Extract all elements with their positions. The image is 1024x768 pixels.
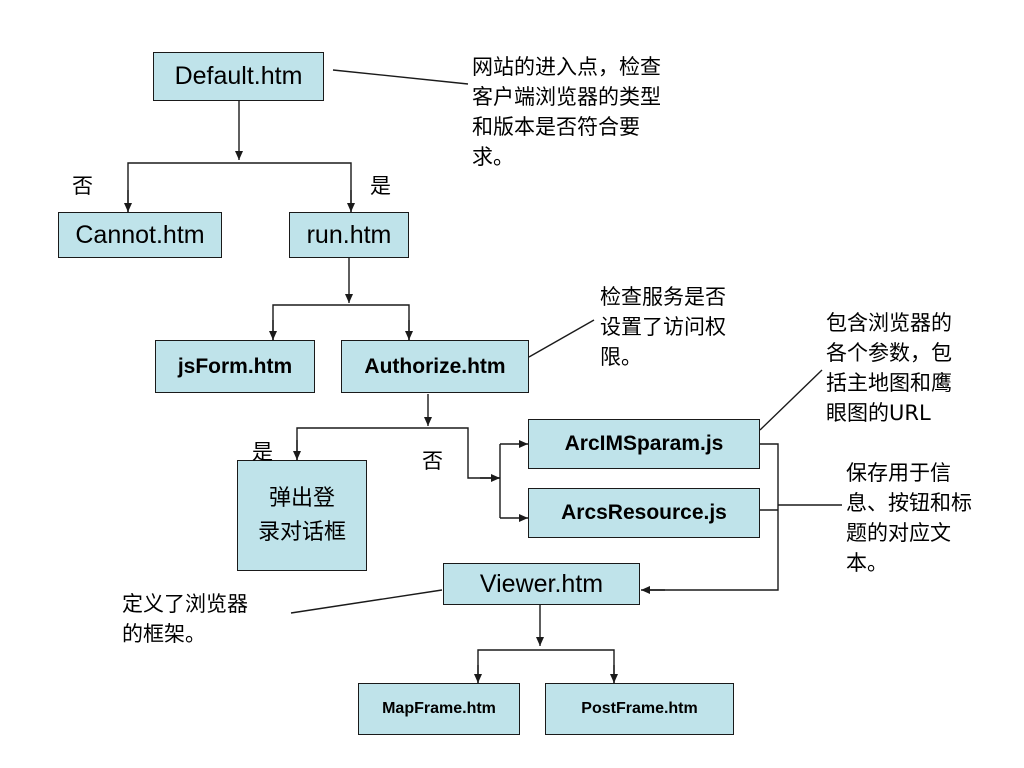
node-cannot: Cannot.htm bbox=[58, 212, 222, 258]
node-post-frame-label: PostFrame.htm bbox=[581, 700, 698, 717]
note-access: 检查服务是否 设置了访问权 限。 bbox=[600, 285, 726, 369]
node-jsform: jsForm.htm bbox=[155, 340, 315, 393]
node-authorize-label: Authorize.htm bbox=[364, 354, 506, 378]
node-arcims-param-label: ArcIMSparam.js bbox=[564, 432, 724, 455]
node-viewer-label: Viewer.htm bbox=[479, 569, 604, 598]
node-login-dialog: 弹出登 录对话框 bbox=[237, 460, 367, 571]
node-default-label: Default.htm bbox=[174, 62, 303, 90]
label-yes-run: 是 bbox=[370, 174, 391, 198]
node-run-label: run.htm bbox=[306, 220, 392, 249]
node-cannot-label: Cannot.htm bbox=[75, 220, 205, 249]
node-login-dialog-label: 弹出登 录对话框 bbox=[257, 485, 346, 545]
label-yes-login: 是 bbox=[252, 440, 273, 464]
node-arcims-param: ArcIMSparam.js bbox=[528, 419, 760, 469]
label-no-auth: 否 bbox=[422, 449, 443, 473]
node-map-frame-label: MapFrame.htm bbox=[382, 700, 496, 717]
node-viewer: Viewer.htm bbox=[443, 563, 640, 605]
branch-viewer bbox=[477, 649, 615, 683]
note-frame: 定义了浏览器 的框架。 bbox=[122, 592, 248, 646]
branch-run bbox=[272, 304, 410, 340]
callout-entry bbox=[332, 69, 469, 85]
node-authorize: Authorize.htm bbox=[341, 340, 529, 393]
note-resource: 保存用于信 息、按钮和标 题的对应文 本。 bbox=[846, 461, 972, 575]
node-map-frame: MapFrame.htm bbox=[358, 683, 520, 735]
callout-access bbox=[528, 319, 595, 358]
node-arcs-resource-label: ArcsResource.js bbox=[561, 501, 727, 524]
node-arcs-resource: ArcsResource.js bbox=[528, 488, 760, 538]
branch-default bbox=[127, 162, 352, 212]
callout-frame bbox=[290, 589, 443, 614]
branch-authorize bbox=[296, 427, 500, 479]
node-run: run.htm bbox=[289, 212, 409, 258]
node-default: Default.htm bbox=[153, 52, 324, 101]
line-js-to-viewer bbox=[650, 443, 779, 591]
node-post-frame: PostFrame.htm bbox=[545, 683, 734, 735]
callout-params bbox=[759, 369, 823, 431]
node-jsform-label: jsForm.htm bbox=[177, 354, 293, 378]
note-params: 包含浏览器的 各个参数，包 括主地图和鹰 眼图的URL bbox=[826, 311, 952, 425]
note-entry: 网站的进入点，检查 客户端浏览器的类型 和版本是否符合要 求。 bbox=[472, 55, 661, 169]
label-no-cannot: 否 bbox=[72, 174, 93, 198]
